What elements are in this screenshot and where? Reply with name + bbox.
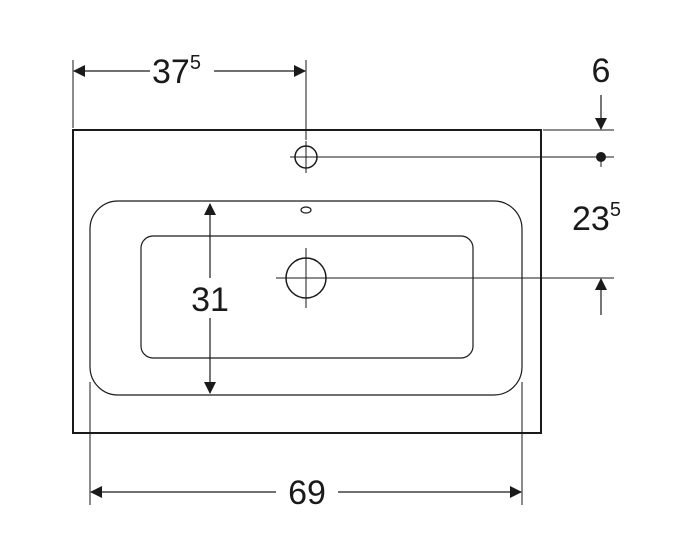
bowl-inner-outline [140, 235, 474, 359]
basin-outline [72, 129, 542, 434]
drain-hole [276, 248, 336, 308]
dim-top-offset: 6 [592, 52, 611, 90]
dim-hole-offset-left: 375 [152, 52, 201, 91]
tap-hole [290, 141, 322, 173]
dim-bowl-width: 69 [288, 474, 326, 512]
bowl-outline [89, 200, 523, 396]
dim-bowl-depth: 31 [191, 281, 229, 319]
overflow-slot [300, 206, 312, 214]
dim-hole-to-drain: 235 [572, 199, 621, 238]
